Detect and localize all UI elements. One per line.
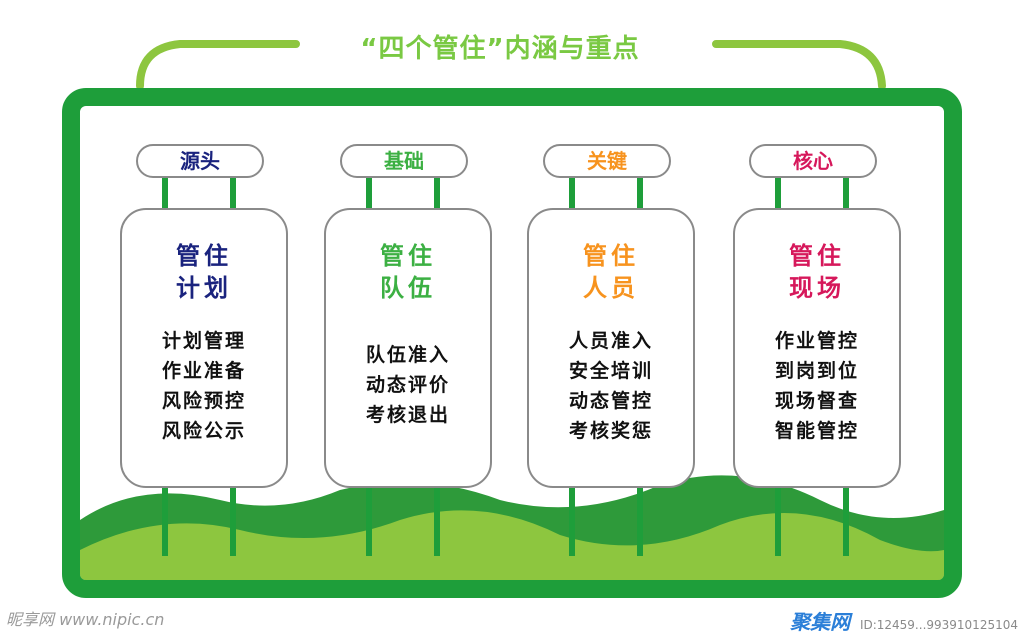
card-item: 风险公示 [161, 420, 246, 442]
card-item: 作业准备 [161, 360, 246, 382]
card-title: 管住计划 [122, 240, 286, 304]
card-item: 作业管控 [774, 330, 859, 352]
card-title-line2: 计划 [176, 274, 232, 302]
card-title: 管住队伍 [326, 240, 490, 304]
card-title-line2: 队伍 [380, 274, 436, 302]
panel: 关键管住人员人员准入安全培训动态管控考核奖惩 [527, 0, 695, 560]
panel-pole [434, 486, 440, 556]
panel-pole [434, 176, 440, 210]
card-item: 现场督查 [774, 390, 859, 412]
card-item: 智能管控 [774, 420, 859, 442]
card-title: 管住现场 [735, 240, 899, 304]
card-item: 动态管控 [568, 390, 653, 412]
page-title: “四个管住”内涵与重点 [360, 34, 640, 64]
panel-pole [162, 486, 168, 556]
card-item: 计划管理 [161, 330, 246, 352]
panel-card: 管住人员人员准入安全培训动态管控考核奖惩 [527, 208, 695, 488]
card-item: 考核奖惩 [568, 420, 653, 442]
title-arc-left [136, 40, 300, 90]
card-item: 人员准入 [568, 330, 653, 352]
title-arc-decoration [136, 40, 886, 90]
card-item: 到岗到位 [774, 360, 859, 382]
watermark-left: 昵享网 www.nipic.cn [6, 610, 165, 629]
card-item: 安全培训 [568, 360, 653, 382]
panel-pole [775, 486, 781, 556]
card-items: 计划管理作业准备风险预控风险公示 [122, 326, 286, 446]
panel-pole [230, 486, 236, 556]
panel-pole [843, 176, 849, 210]
panel: 源头管住计划计划管理作业准备风险预控风险公示 [120, 0, 288, 560]
hill-front [80, 510, 944, 580]
panel-pole [366, 486, 372, 556]
card-items: 队伍准入动态评价考核退出 [326, 340, 490, 430]
card-title: 管住人员 [529, 240, 693, 304]
panel-pole [366, 176, 372, 210]
card-item: 动态评价 [365, 374, 450, 396]
watermark-id: ID:12459...993910125104 [859, 618, 1018, 632]
panel-pole [775, 176, 781, 210]
panel: 基础管住队伍队伍准入动态评价考核退出 [324, 0, 492, 560]
panel-tag: 基础 [340, 144, 468, 178]
card-title-line2: 人员 [583, 274, 639, 302]
card-item: 考核退出 [365, 404, 450, 426]
panel-pole [569, 486, 575, 556]
hills-decoration [80, 475, 944, 580]
card-item: 风险预控 [161, 390, 246, 412]
panel-card: 管住计划计划管理作业准备风险预控风险公示 [120, 208, 288, 488]
card-title-line1: 管住 [789, 242, 845, 270]
card-items: 作业管控到岗到位现场督查智能管控 [735, 326, 899, 446]
panel-tag: 关键 [543, 144, 671, 178]
card-title-line1: 管住 [583, 242, 639, 270]
card-item: 队伍准入 [365, 344, 450, 366]
panel-pole [230, 176, 236, 210]
panel-pole [843, 486, 849, 556]
watermark-right: 聚集网 ID:12459...993910125104 [790, 606, 1018, 635]
card-title-line1: 管住 [380, 242, 436, 270]
watermark-logo: 聚集网 [790, 610, 851, 634]
panel: 核心管住现场作业管控到岗到位现场督查智能管控 [733, 0, 901, 560]
panel-tag: 源头 [136, 144, 264, 178]
panel-pole [569, 176, 575, 210]
panel-pole [637, 486, 643, 556]
panel-card: 管住现场作业管控到岗到位现场督查智能管控 [733, 208, 901, 488]
card-title-line1: 管住 [176, 242, 232, 270]
panel-card: 管住队伍队伍准入动态评价考核退出 [324, 208, 492, 488]
card-title-line2: 现场 [789, 274, 845, 302]
panel-tag: 核心 [749, 144, 877, 178]
card-items: 人员准入安全培训动态管控考核奖惩 [529, 326, 693, 446]
panel-pole [162, 176, 168, 210]
title-arc-right [712, 40, 886, 90]
panel-pole [637, 176, 643, 210]
